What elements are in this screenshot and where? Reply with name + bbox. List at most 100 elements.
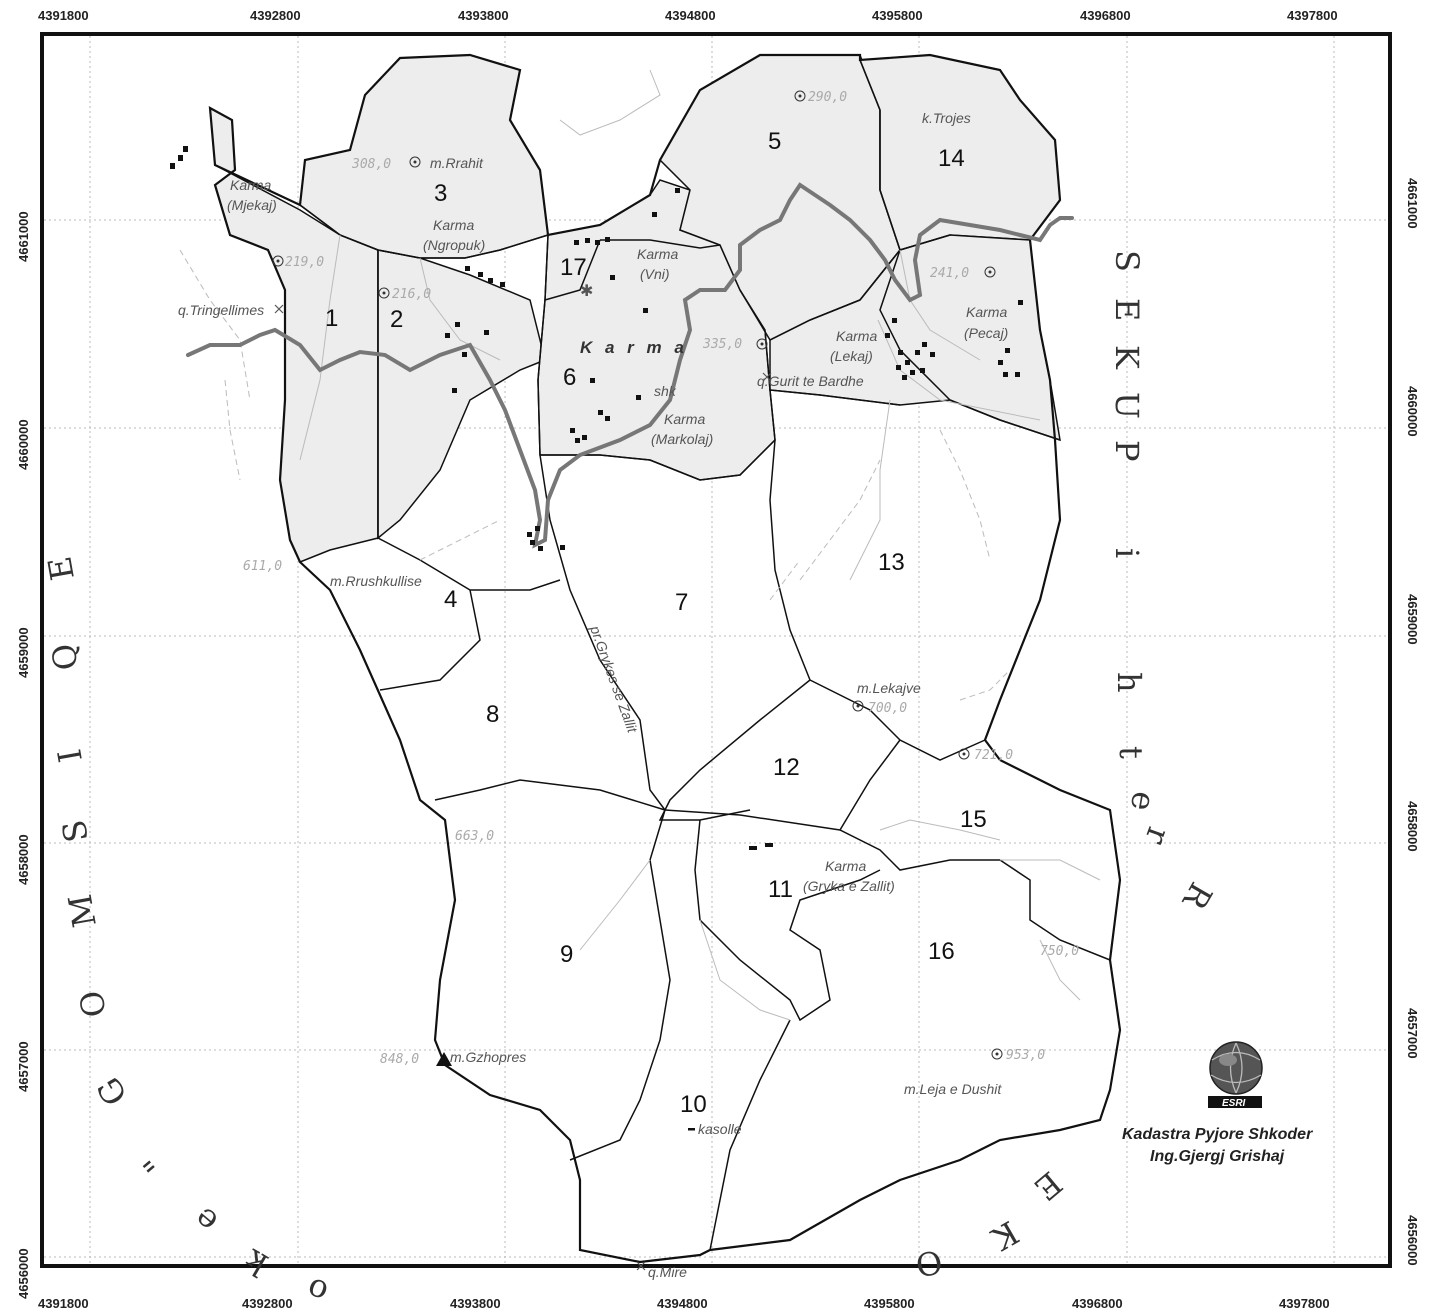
neighbor-left-letter-2: Q: [44, 641, 86, 673]
coord-bottom-x5: 4395800: [864, 1296, 915, 1311]
place-karma-village: K a r m a: [580, 338, 688, 357]
neighbor-right-letter-5: P: [1108, 440, 1146, 462]
spring-cross-icon-3: [636, 1261, 646, 1271]
neighbor-right-letter-7: h: [1110, 672, 1148, 693]
streams: [299, 69, 1101, 1021]
elevation-663: 663,0: [455, 829, 494, 844]
coords-right: 4661000 4660000 4659000 4658000 4657000 …: [1405, 178, 1420, 1266]
place-markolaj-2: (Markolaj): [651, 431, 713, 447]
parcel-number-3: 3: [434, 180, 447, 207]
neighbor-left-letter-11: o: [302, 1270, 333, 1312]
elevation-290: 290,0: [808, 90, 847, 105]
neighbor-bottom-letter-2: K: [984, 1213, 1025, 1258]
place-lekaj-2: (Lekaj): [830, 348, 873, 364]
place-shk: shk: [654, 383, 677, 399]
place-lekajve: m.Lekajve: [857, 680, 921, 696]
coord-right-y4: 4658000: [1405, 801, 1420, 852]
neighbor-left-letter-7: G: [89, 1071, 135, 1112]
coord-top-x5: 4395800: [872, 8, 923, 23]
elevation-721: 721,0: [974, 748, 1013, 763]
esri-logo-text: ESRI: [1222, 1098, 1246, 1109]
credit-line-2: Ing.Gjergj Grishaj: [1150, 1148, 1285, 1165]
neighbor-right: S E K U P i h t e r R: [1108, 250, 1220, 917]
coord-right-y6: 4656000: [1405, 1215, 1420, 1266]
place-trojes: k.Trojes: [922, 110, 971, 126]
coord-left-y6: 4656000: [16, 1248, 31, 1299]
neighbor-left: E Q I S M O G " e k o: [40, 554, 332, 1313]
parcel-number-8: 8: [486, 701, 499, 728]
neighbor-left-letter-6: O: [72, 988, 114, 1020]
coord-left-y4: 4658000: [16, 834, 31, 885]
neighbor-left-letter-4: S: [55, 817, 96, 845]
elevation-848: 848,0: [380, 1052, 419, 1067]
coord-top-x1: 4391800: [38, 8, 89, 23]
neighbor-left-letter-10: k: [238, 1241, 274, 1284]
neighbor-right-letter-2: E: [1108, 298, 1146, 321]
elevation-labels: 308,0 290,0 219,0 216,0 241,0 335,0 611,…: [243, 90, 1079, 1067]
place-gurit: q.Gurit te Bardhe: [757, 373, 864, 389]
parcel-number-6: 6: [563, 364, 576, 391]
elevation-700: 700,0: [868, 701, 907, 716]
coord-top-x3: 4393800: [458, 8, 509, 23]
neighbor-right-letter-1: S: [1108, 250, 1146, 272]
elevation-241: 241,0: [930, 266, 969, 281]
coord-bottom-x6: 4396800: [1072, 1296, 1123, 1311]
place-ngropuk-2: (Ngropuk): [423, 237, 485, 253]
place-ngropuk-1: Karma: [433, 217, 474, 233]
place-vni-2: (Vni): [640, 266, 670, 282]
trails: [179, 249, 1011, 701]
neighbor-left-letter-1: E: [40, 554, 81, 584]
esri-logo: ESRI: [1208, 1041, 1263, 1109]
neighbor-right-letter-8: t: [1112, 746, 1150, 759]
elevation-308: 308,0: [351, 157, 391, 172]
coord-left-y3: 4659000: [16, 627, 31, 678]
place-vni-1: Karma: [637, 246, 678, 262]
neighbor-right-letter-10: r: [1137, 822, 1178, 850]
hut-marker: [688, 1128, 695, 1131]
coords-left: 4661000 4660000 4659000 4658000 4657000 …: [16, 211, 31, 1299]
place-lekaj-1: Karma: [836, 328, 877, 344]
spring-cross-icon: [274, 304, 284, 314]
neighbor-right-letter-3: K: [1108, 345, 1146, 370]
neighbor-right-letter-6: i: [1108, 548, 1146, 558]
place-mjekaj-2: (Mjekaj): [227, 197, 277, 213]
river: [186, 182, 1074, 549]
coord-left-y2: 4660000: [16, 419, 31, 470]
parcel-number-10: 10: [680, 1091, 707, 1118]
coord-bottom-x1: 4391800: [38, 1296, 89, 1311]
coords-top: 4391800 4392800 4393800 4394800 4395800 …: [38, 8, 1338, 23]
parcel-2-area: [377, 249, 546, 540]
coord-bottom-x2: 4392800: [242, 1296, 293, 1311]
parcel-number-4: 4: [444, 586, 457, 613]
coord-bottom-x3: 4393800: [450, 1296, 501, 1311]
coord-right-y5: 4657000: [1405, 1008, 1420, 1059]
place-tringellimes: q.Tringellimes: [178, 302, 264, 318]
coord-left-y5: 4657000: [16, 1041, 31, 1092]
parcel-number-5: 5: [768, 128, 781, 155]
neighbor-right-letter-9: e: [1123, 789, 1164, 814]
map-frame: [40, 32, 1392, 1268]
neighbor-bottom-letter-3: O: [913, 1242, 945, 1284]
spring-cross-icon-2: [762, 372, 772, 382]
place-names: Karma (Mjekaj) Karma (Ngropuk) Karma (Vn…: [178, 110, 1008, 1280]
parcel-number-1: 1: [325, 305, 338, 332]
neighbor-left-letter-5: M: [61, 891, 104, 930]
place-mjekaj-1: Karma: [230, 177, 271, 193]
neighbor-left-letter-8: ": [136, 1144, 175, 1180]
place-gryka-1: Karma: [825, 858, 866, 874]
coord-top-x2: 4392800: [250, 8, 301, 23]
coord-top-x6: 4396800: [1080, 8, 1131, 23]
neighbor-left-letter-9: e: [186, 1200, 225, 1241]
parcel-number-2: 2: [390, 306, 403, 333]
coord-right-y1: 4661000: [1405, 178, 1420, 229]
parcel-number-9: 9: [560, 941, 573, 968]
church-star-icon: ✱: [580, 281, 593, 300]
neighbor-left-letter-3: I: [50, 746, 90, 765]
parcel-number-16: 16: [928, 938, 955, 965]
place-gzhopres: m.Gzhopres: [450, 1049, 526, 1065]
credit-line-1: Kadastra Pyjore Shkoder: [1122, 1126, 1313, 1143]
elevation-750: 750,0: [1040, 944, 1079, 959]
summit-triangle-icon: [436, 1052, 452, 1066]
survey-points: [272, 90, 1003, 1060]
